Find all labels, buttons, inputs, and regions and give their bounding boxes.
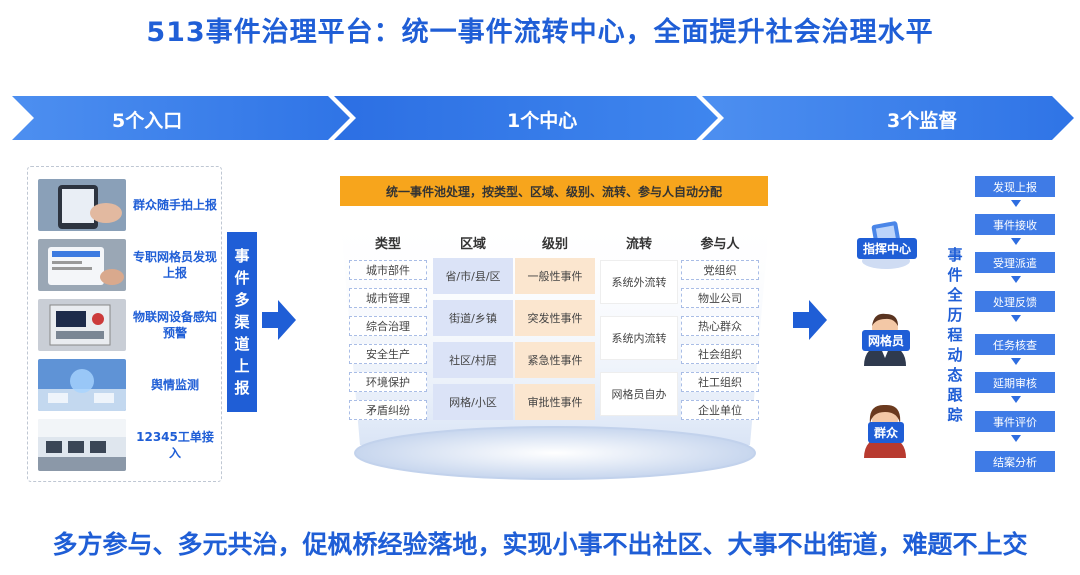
participant-cell: 热心群众 (681, 316, 759, 336)
entry-label: 12345工单接入 (136, 430, 214, 460)
column-head-flow: 流转 (625, 237, 652, 252)
area-cell: 网格/小区 (433, 384, 513, 420)
flow-cell: 系统外流转 (600, 260, 678, 304)
photo-callcenter-icon (38, 419, 126, 471)
step-arrow-icon (1011, 358, 1021, 365)
step-arrow-icon (1011, 396, 1021, 403)
process-step: 发现上报 (975, 176, 1055, 197)
flow-cell: 系统内流转 (600, 316, 678, 360)
participant-cell: 物业公司 (681, 288, 759, 308)
process-step: 受理派遣 (975, 252, 1055, 273)
entry-label: 物联网设备感知预警 (132, 310, 217, 340)
participant-cell: 社工组织 (681, 372, 759, 392)
step-arrow-icon (1011, 435, 1021, 442)
process-step: 任务核查 (975, 334, 1055, 355)
type-cell: 安全生产 (349, 344, 427, 364)
column-head-type: 类型 (374, 237, 401, 252)
step-arrow-icon (1011, 238, 1021, 245)
process-step: 延期审核 (975, 372, 1055, 393)
entry-item: 舆情监测 (38, 359, 216, 411)
step-arrow-icon (1011, 200, 1021, 207)
full-tracking-label: 事件全历程动态跟踪 (947, 246, 963, 424)
photo-tablet-icon (38, 239, 126, 291)
process-step: 事件接收 (975, 214, 1055, 235)
banner-arrow-right (702, 96, 1074, 140)
flow-cell: 网格员自办 (600, 372, 678, 416)
banner-arrow-center (334, 96, 718, 140)
area-cell: 社区/村居 (433, 342, 513, 378)
supervisor-label-grid-worker: 网格员 (862, 330, 911, 351)
entry-item: 物联网设备感知预警 (38, 299, 217, 351)
entry-item: 群众随手拍上报 (38, 179, 217, 231)
banner-arrows (12, 96, 1074, 140)
type-cell: 城市部件 (349, 260, 427, 280)
type-cell: 环境保护 (349, 372, 427, 392)
banner-label-entries: 5个入口 (112, 110, 183, 132)
photo-phone-icon (38, 179, 126, 231)
type-cell: 城市管理 (349, 288, 427, 308)
step-arrow-icon (1011, 315, 1021, 322)
entry-item: 专职网格员发现上报 (38, 239, 217, 291)
flow-arrow-icon (793, 300, 827, 340)
supervisor-label-command: 指挥中心 (857, 238, 918, 259)
supervisor-label-public: 群众 (868, 422, 905, 443)
stage-banner: 5个入口 1个中心 3个监督 (12, 96, 1076, 140)
participant-cell: 社会组织 (681, 344, 759, 364)
column-head-area: 区域 (459, 237, 486, 252)
flow-arrow-icon (262, 300, 296, 340)
entry-label: 群众随手拍上报 (132, 198, 217, 212)
footer-slogan: 多方参与、多元共治，促枫桥经验落地，实现小事不出社区、大事不出街道，难题不上交 (52, 530, 1028, 559)
photo-device-icon (38, 299, 126, 351)
process-step: 事件评价 (975, 411, 1055, 432)
area-cell: 省/市/县/区 (433, 258, 513, 294)
process-step: 处理反馈 (975, 291, 1055, 312)
banner-label-center: 1个中心 (507, 110, 578, 132)
type-cell: 矛盾纠纷 (349, 400, 427, 420)
banner-arrow-left (12, 96, 350, 140)
level-cell: 审批性事件 (515, 384, 595, 420)
multi-channel-report-bar: 事件多渠道上报 (227, 232, 257, 412)
process-step: 结案分析 (975, 451, 1055, 472)
banner-label-supervision: 3个监督 (887, 110, 958, 132)
level-cell: 紧急性事件 (515, 342, 595, 378)
participant-cell: 党组织 (681, 260, 759, 280)
step-arrow-icon (1011, 276, 1021, 283)
level-cell: 一般性事件 (515, 258, 595, 294)
event-pool-bar: 统一事件池处理，按类型、区域、级别、流转、参与人自动分配 (340, 176, 768, 206)
level-cell: 突发性事件 (515, 300, 595, 336)
column-head-participant: 参与人 (700, 237, 740, 252)
entry-item: 12345工单接入 (38, 419, 216, 471)
type-cell: 综合治理 (349, 316, 427, 336)
entry-label: 专职网格员发现上报 (132, 250, 217, 280)
entry-panel: 群众随手拍上报 专职网格员发现上报 物联网设备感知预警 舆情监测 12345工单… (27, 166, 222, 482)
participant-cell: 企业单位 (681, 400, 759, 420)
area-cell: 街道/乡镇 (433, 300, 513, 336)
page-title: 513事件治理平台：统一事件流转中心，全面提升社会治理水平 (146, 17, 934, 48)
entry-label: 舆情监测 (150, 378, 199, 392)
photo-monitoring-icon (38, 359, 126, 411)
column-head-level: 级别 (541, 237, 568, 252)
